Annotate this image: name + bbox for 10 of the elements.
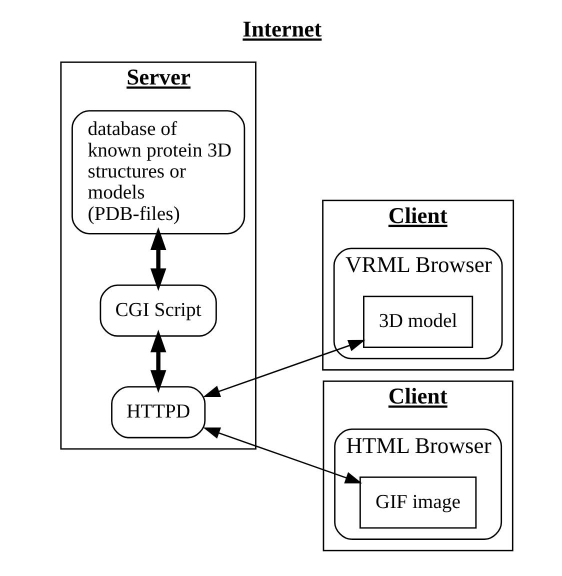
node-box: CGI Script bbox=[99, 284, 216, 337]
arrow bbox=[150, 330, 166, 393]
node-box: database of known protein 3D structures or models (PDB-files) bbox=[71, 110, 245, 234]
node-box: GIF image bbox=[359, 476, 476, 529]
arrow bbox=[150, 227, 166, 292]
diagram-title: Internet bbox=[242, 16, 322, 42]
arrow bbox=[202, 340, 365, 397]
node-box: HTTPD bbox=[110, 386, 206, 438]
arrow bbox=[202, 427, 362, 484]
node-box: 3D model bbox=[362, 296, 473, 348]
